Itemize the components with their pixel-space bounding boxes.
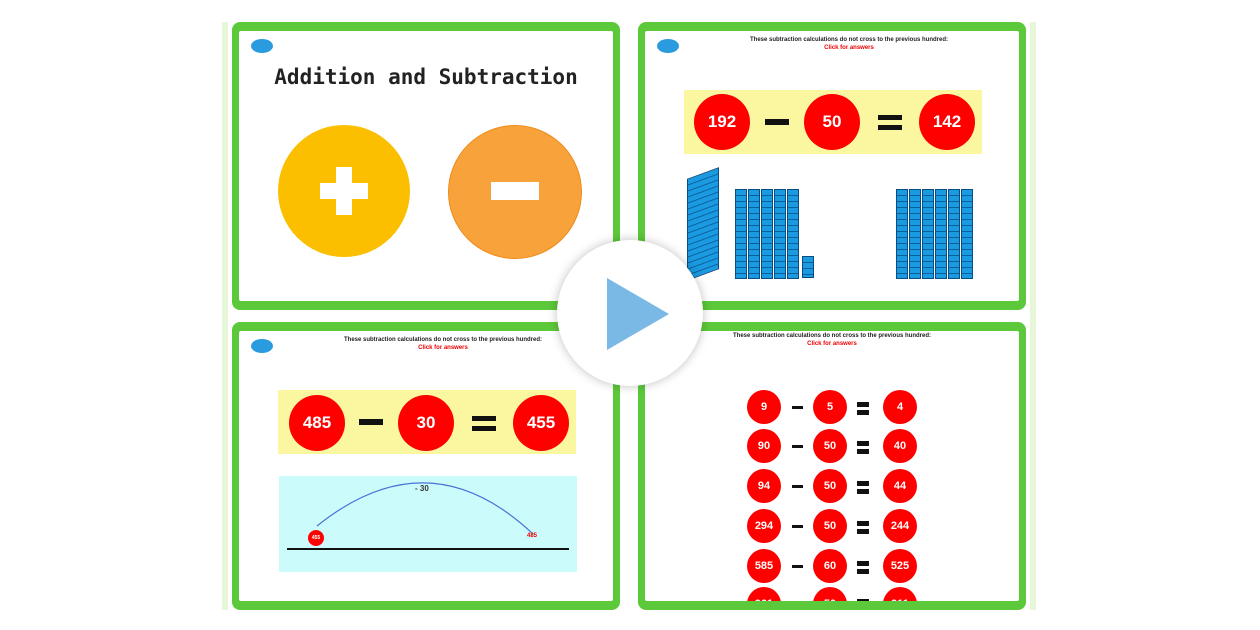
number-circle: 455	[513, 395, 569, 451]
equals-sign	[857, 441, 869, 454]
number-circle: 90	[747, 429, 781, 463]
answers-link[interactable]: Click for answers	[418, 345, 468, 351]
ten-rod-block	[961, 189, 973, 279]
number-circle: 9	[747, 390, 781, 424]
number-circle: 50	[813, 429, 847, 463]
equals-sign	[857, 561, 869, 574]
ten-rod-block	[787, 189, 799, 279]
number-circle: 961	[747, 587, 781, 601]
number-circle: 50	[813, 587, 847, 601]
slide-header: These subtraction calculations do not cr…	[749, 37, 949, 43]
equals-sign	[857, 521, 869, 534]
end-label: 485	[527, 533, 538, 539]
number-circle: 50	[813, 509, 847, 543]
number-circle: 44	[883, 469, 917, 503]
ten-rod-block	[909, 189, 921, 279]
equals-sign	[857, 402, 869, 415]
minus-circle-icon	[448, 125, 582, 259]
number-circle: 40	[883, 429, 917, 463]
number-circle: 50	[813, 469, 847, 503]
slide-title: Addition and Subtraction	[274, 65, 578, 89]
decor-strip	[222, 22, 228, 610]
number-line-panel: - 30 455 485	[279, 476, 577, 572]
plus-circle-icon	[278, 125, 410, 257]
number-circle: 192	[694, 94, 750, 150]
equals-sign	[857, 481, 869, 494]
ten-rod-block	[735, 189, 747, 279]
number-circle: 244	[883, 509, 917, 543]
equals-sign	[472, 416, 496, 431]
equals-sign	[878, 115, 902, 130]
number-circle: 485	[289, 395, 345, 451]
number-circle: 5	[813, 390, 847, 424]
number-circle: 94	[747, 469, 781, 503]
slide-thumbnail-4[interactable]: These subtraction calculations do not cr…	[638, 322, 1026, 610]
logo-icon	[251, 39, 273, 53]
minus-sign	[792, 485, 803, 488]
ten-rod-block	[922, 189, 934, 279]
minus-sign	[792, 565, 803, 568]
number-circle: 142	[919, 94, 975, 150]
unit-cubes	[802, 256, 814, 278]
slide-thumbnail-3[interactable]: These subtraction calculations do not cr…	[232, 322, 620, 610]
answers-link[interactable]: Click for answers	[824, 45, 874, 51]
hundred-flat-block	[687, 167, 719, 281]
number-circle: 911	[883, 587, 917, 601]
logo-icon	[251, 339, 273, 353]
jump-arc	[287, 482, 569, 550]
ten-rod-block	[896, 189, 908, 279]
play-button[interactable]	[557, 240, 703, 386]
slide-thumbnail-2[interactable]: These subtraction calculations do not cr…	[638, 22, 1026, 310]
number-circle: 294	[747, 509, 781, 543]
number-circle: 4	[883, 390, 917, 424]
equals-sign	[857, 599, 869, 601]
slide-header: These subtraction calculations do not cr…	[343, 337, 543, 343]
number-circle: 525	[883, 549, 917, 583]
jump-label: - 30	[415, 484, 429, 493]
play-icon	[607, 278, 669, 350]
start-marker: 455	[308, 530, 324, 546]
number-circle: 585	[747, 549, 781, 583]
ten-rod-block	[748, 189, 760, 279]
minus-sign	[765, 119, 789, 125]
minus-sign	[792, 445, 803, 448]
slide-thumbnail-1[interactable]: Addition and Subtraction	[232, 22, 620, 310]
ten-rod-block	[948, 189, 960, 279]
logo-icon	[657, 39, 679, 53]
number-circle: 50	[804, 94, 860, 150]
ten-rod-block	[761, 189, 773, 279]
number-circle: 60	[813, 549, 847, 583]
ten-rod-block	[774, 189, 786, 279]
number-circle: 30	[398, 395, 454, 451]
minus-sign	[792, 525, 803, 528]
answers-link[interactable]: Click for answers	[807, 341, 857, 347]
slide-header: These subtraction calculations do not cr…	[732, 333, 932, 339]
ten-rod-block	[935, 189, 947, 279]
minus-sign	[359, 419, 383, 425]
decor-strip	[1030, 22, 1036, 610]
minus-sign	[792, 406, 803, 409]
